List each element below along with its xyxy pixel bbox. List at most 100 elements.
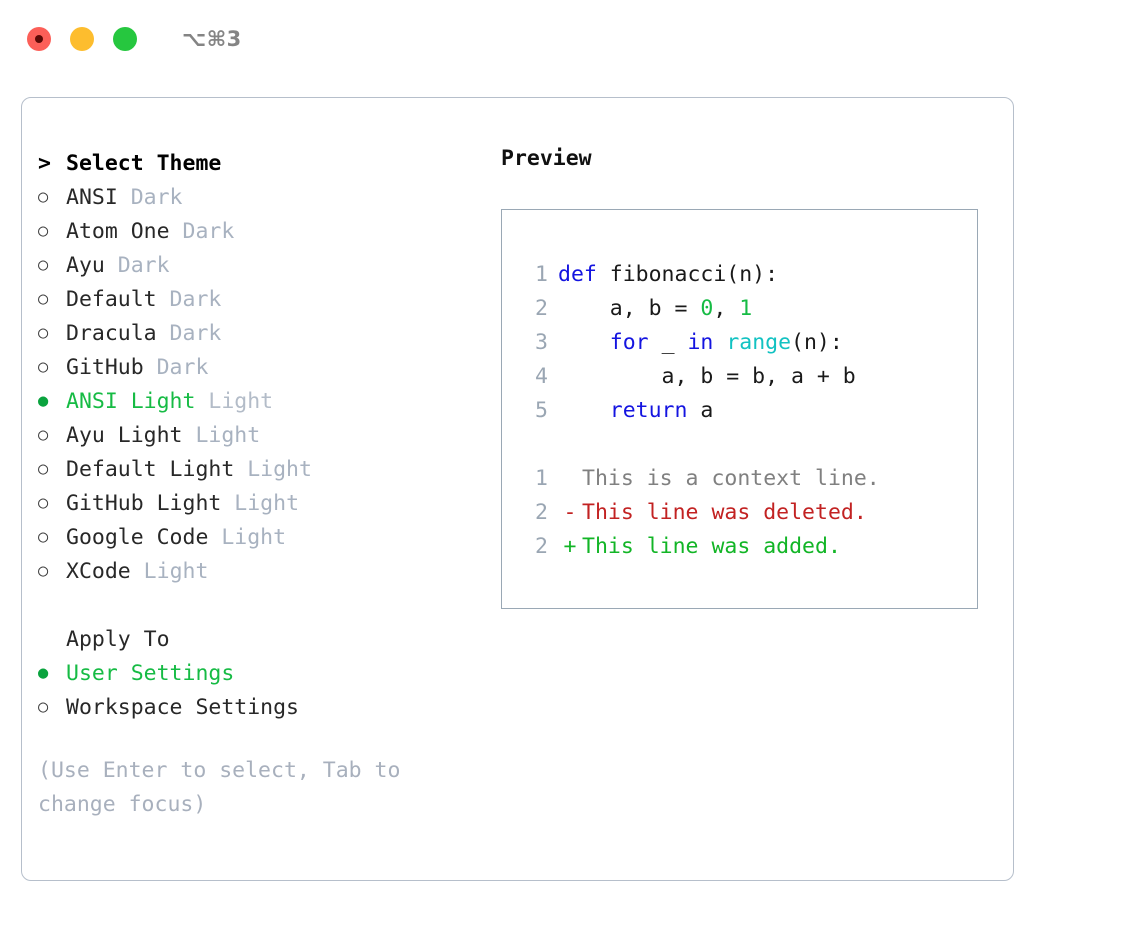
theme-picker: >Select Theme ○ANSI Dark○Atom One Dark○A…: [38, 146, 488, 822]
page-title: Select Theme: [66, 150, 222, 176]
theme-list-item[interactable]: ○Google Code Light: [38, 520, 488, 554]
code-token: a, b = b, a + b: [558, 363, 856, 389]
radio-unselected-icon[interactable]: ○: [38, 697, 49, 717]
maximize-button[interactable]: [113, 27, 137, 51]
code-token: for: [609, 329, 649, 355]
theme-kind-badge: Light: [182, 422, 261, 448]
apply-to-list: ● User Settings ○Workspace Settings: [38, 656, 488, 724]
diff-marker: +: [563, 533, 577, 559]
code-token: [713, 330, 726, 355]
radio-unselected-icon[interactable]: ○: [38, 459, 49, 479]
theme-kind-badge: Dark: [117, 184, 183, 210]
line-number: 1: [535, 261, 548, 287]
title-bar: ⌥⌘3: [0, 0, 1140, 78]
theme-list-item[interactable]: ○ Atom One Dark: [38, 214, 488, 248]
theme-list-item[interactable]: ○ Dracula Dark: [38, 316, 488, 350]
theme-kind-badge: Dark: [104, 252, 170, 278]
radio-selected-icon[interactable]: ●: [38, 391, 49, 411]
diff-line: 1 This is a context line.: [518, 461, 977, 495]
theme-list-item[interactable]: ●ANSI Light Light: [38, 384, 488, 418]
theme-kind-badge: Dark: [156, 320, 222, 346]
radio-unselected-icon[interactable]: ○: [38, 425, 49, 445]
code-line: 3 for _ in range(n):: [518, 325, 977, 359]
theme-name: Ayu: [66, 252, 105, 278]
theme-list-item[interactable]: ○ Ayu Dark: [38, 248, 488, 282]
theme-kind-badge: Dark: [169, 218, 235, 244]
apply-to-option-label: User Settings: [66, 660, 235, 686]
radio-unselected-icon[interactable]: ○: [38, 289, 49, 309]
theme-name: Dracula: [66, 320, 157, 346]
apply-to-title: Apply To: [66, 626, 170, 652]
keyboard-hint: (Use Enter to select, Tab to change focu…: [38, 758, 414, 817]
line-number: 4: [535, 363, 548, 389]
diff-line: 2 +This line was added.: [518, 529, 977, 563]
diff-marker: [558, 466, 582, 491]
theme-name: Default: [66, 286, 157, 312]
code-token: _: [648, 329, 688, 355]
diff-sample: 1 This is a context line.2-This line was…: [518, 461, 977, 563]
theme-name: ANSI: [66, 184, 118, 210]
radio-unselected-icon[interactable]: ○: [38, 323, 49, 343]
apply-to-option[interactable]: ● User Settings: [38, 656, 488, 690]
minimize-button[interactable]: [70, 27, 94, 51]
window-controls: [27, 27, 137, 51]
theme-list: ○ANSI Dark○Atom One Dark○Ayu Dark○Defaul…: [38, 180, 488, 588]
shortcut-label: ⌥⌘3: [182, 27, 242, 51]
code-line: 4 a, b = b, a + b: [518, 359, 977, 393]
theme-name: Atom One: [66, 218, 170, 244]
code-token: in: [687, 329, 714, 355]
radio-unselected-icon[interactable]: ○: [38, 527, 49, 547]
code-token: [558, 398, 610, 423]
code-token: return: [609, 397, 688, 423]
theme-kind-badge: Light: [221, 490, 300, 516]
theme-name: XCode: [66, 558, 131, 584]
theme-name: ANSI Light: [66, 388, 196, 414]
code-token: (n):: [791, 329, 843, 355]
theme-kind-badge: Light: [234, 456, 312, 482]
diff-text: This line was added.: [582, 533, 841, 559]
code-line: 5 return a: [518, 393, 977, 427]
content-panel: >Select Theme ○ANSI Dark○Atom One Dark○A…: [21, 97, 1014, 881]
close-button[interactable]: [27, 27, 51, 51]
apply-to-option[interactable]: ○Workspace Settings: [38, 690, 488, 724]
line-number: 3: [535, 329, 548, 355]
diff-text: This line was deleted.: [582, 499, 867, 525]
theme-list-item[interactable]: ○ GitHub Light Light: [38, 486, 488, 520]
theme-picker-header: > Select Theme: [38, 146, 488, 180]
radio-unselected-icon[interactable]: ○: [38, 561, 49, 581]
line-number: 1: [535, 465, 548, 491]
theme-kind-badge: Dark: [143, 354, 209, 380]
theme-name: GitHub Light: [66, 490, 222, 516]
code-token: ,: [713, 295, 740, 321]
theme-list-item[interactable]: ○ ANSI Dark: [38, 180, 488, 214]
theme-list-item[interactable]: ○ GitHub Dark: [38, 350, 488, 384]
apply-to-label: Apply To: [38, 622, 488, 656]
radio-unselected-icon[interactable]: ○: [38, 357, 49, 377]
recording-dot-icon: [35, 35, 43, 43]
code-token: def: [558, 261, 610, 287]
code-token: range: [726, 329, 792, 355]
line-number: 2: [535, 295, 548, 321]
prompt-caret-icon: >: [38, 150, 51, 176]
theme-name: GitHub: [66, 354, 144, 380]
radio-unselected-icon[interactable]: ○: [38, 187, 49, 207]
radio-unselected-icon[interactable]: ○: [38, 221, 49, 241]
theme-list-item[interactable]: ○XCode Light: [38, 554, 488, 588]
line-number: 2: [535, 533, 548, 559]
theme-list-item[interactable]: ○Default Light Light: [38, 452, 488, 486]
theme-list-item[interactable]: ○Ayu Light Light: [38, 418, 488, 452]
code-diff-gap: [518, 427, 977, 461]
radio-unselected-icon[interactable]: ○: [38, 255, 49, 275]
code-token: a: [687, 397, 714, 423]
theme-list-item[interactable]: ○Default Dark: [38, 282, 488, 316]
diff-text: This is a context line.: [582, 465, 880, 491]
list-spacer: [38, 588, 488, 622]
radio-unselected-icon[interactable]: ○: [38, 493, 49, 513]
code-line: 2 a, b = 0, 1: [518, 291, 977, 325]
radio-selected-icon[interactable]: ●: [38, 663, 49, 683]
